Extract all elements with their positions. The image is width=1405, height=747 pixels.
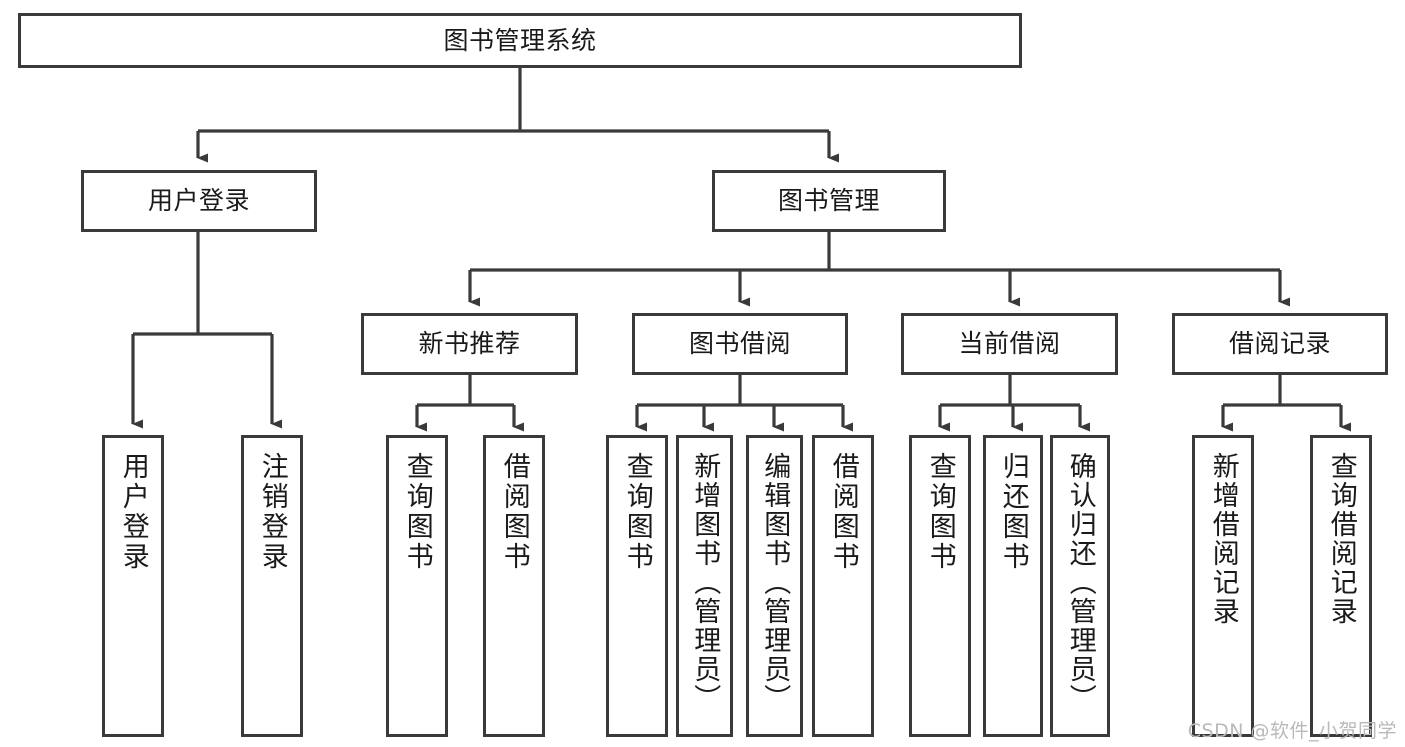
- node-label: 确认归还（管理员）: [1064, 452, 1096, 713]
- node-new-book-recommendation[interactable]: 新书推荐: [361, 313, 578, 375]
- node-label: 用户登录: [117, 452, 149, 572]
- node-label: 借阅记录: [1228, 329, 1331, 359]
- leaf-query-books-borrowing[interactable]: 查询图书: [606, 435, 668, 737]
- leaf-borrow-books-recommendation[interactable]: 借阅图书: [483, 435, 545, 737]
- leaf-confirm-return-admin[interactable]: 确认归还（管理员）: [1050, 435, 1110, 737]
- leaf-edit-book-admin[interactable]: 编辑图书（管理员）: [746, 435, 803, 737]
- node-label: 归还图书: [997, 452, 1029, 572]
- node-label: 图书管理系统: [443, 25, 597, 55]
- node-label: 新增图书（管理员）: [689, 452, 721, 713]
- node-book-management[interactable]: 图书管理: [712, 170, 946, 232]
- leaf-user-login[interactable]: 用户登录: [102, 435, 164, 737]
- node-label: 查询图书: [621, 452, 653, 572]
- leaf-borrow-books-borrowing[interactable]: 借阅图书: [812, 435, 874, 737]
- node-label: 用户登录: [147, 186, 250, 216]
- node-current-borrowing[interactable]: 当前借阅: [901, 313, 1118, 375]
- csdn-watermark: CSDN @软件_小贺同学: [1187, 720, 1397, 742]
- node-label: 新书推荐: [418, 329, 521, 359]
- leaf-add-book-admin[interactable]: 新增图书（管理员）: [676, 435, 733, 737]
- node-label: 借阅图书: [827, 452, 859, 572]
- node-label: 图书借阅: [688, 329, 791, 359]
- node-label: 注销登录: [256, 452, 288, 572]
- node-label: 查询借阅记录: [1325, 452, 1357, 626]
- node-label: 当前借阅: [958, 329, 1061, 359]
- node-label: 查询图书: [401, 452, 433, 572]
- leaf-add-borrowing-record[interactable]: 新增借阅记录: [1192, 435, 1254, 737]
- node-borrowing-records[interactable]: 借阅记录: [1172, 313, 1388, 375]
- node-label: 借阅图书: [498, 452, 530, 572]
- node-label: 新增借阅记录: [1207, 452, 1239, 626]
- leaf-return-books[interactable]: 归还图书: [983, 435, 1043, 737]
- node-label: 图书管理: [777, 186, 880, 216]
- leaf-query-books-recommendation[interactable]: 查询图书: [386, 435, 448, 737]
- leaf-query-books-current[interactable]: 查询图书: [909, 435, 971, 737]
- node-root-book-management-system[interactable]: 图书管理系统: [18, 13, 1022, 68]
- node-user-login[interactable]: 用户登录: [81, 170, 317, 232]
- node-label: 编辑图书（管理员）: [759, 452, 791, 713]
- node-label: 查询图书: [924, 452, 956, 572]
- leaf-query-borrowing-record[interactable]: 查询借阅记录: [1310, 435, 1372, 737]
- node-book-borrowing[interactable]: 图书借阅: [632, 313, 848, 375]
- leaf-logout[interactable]: 注销登录: [241, 435, 303, 737]
